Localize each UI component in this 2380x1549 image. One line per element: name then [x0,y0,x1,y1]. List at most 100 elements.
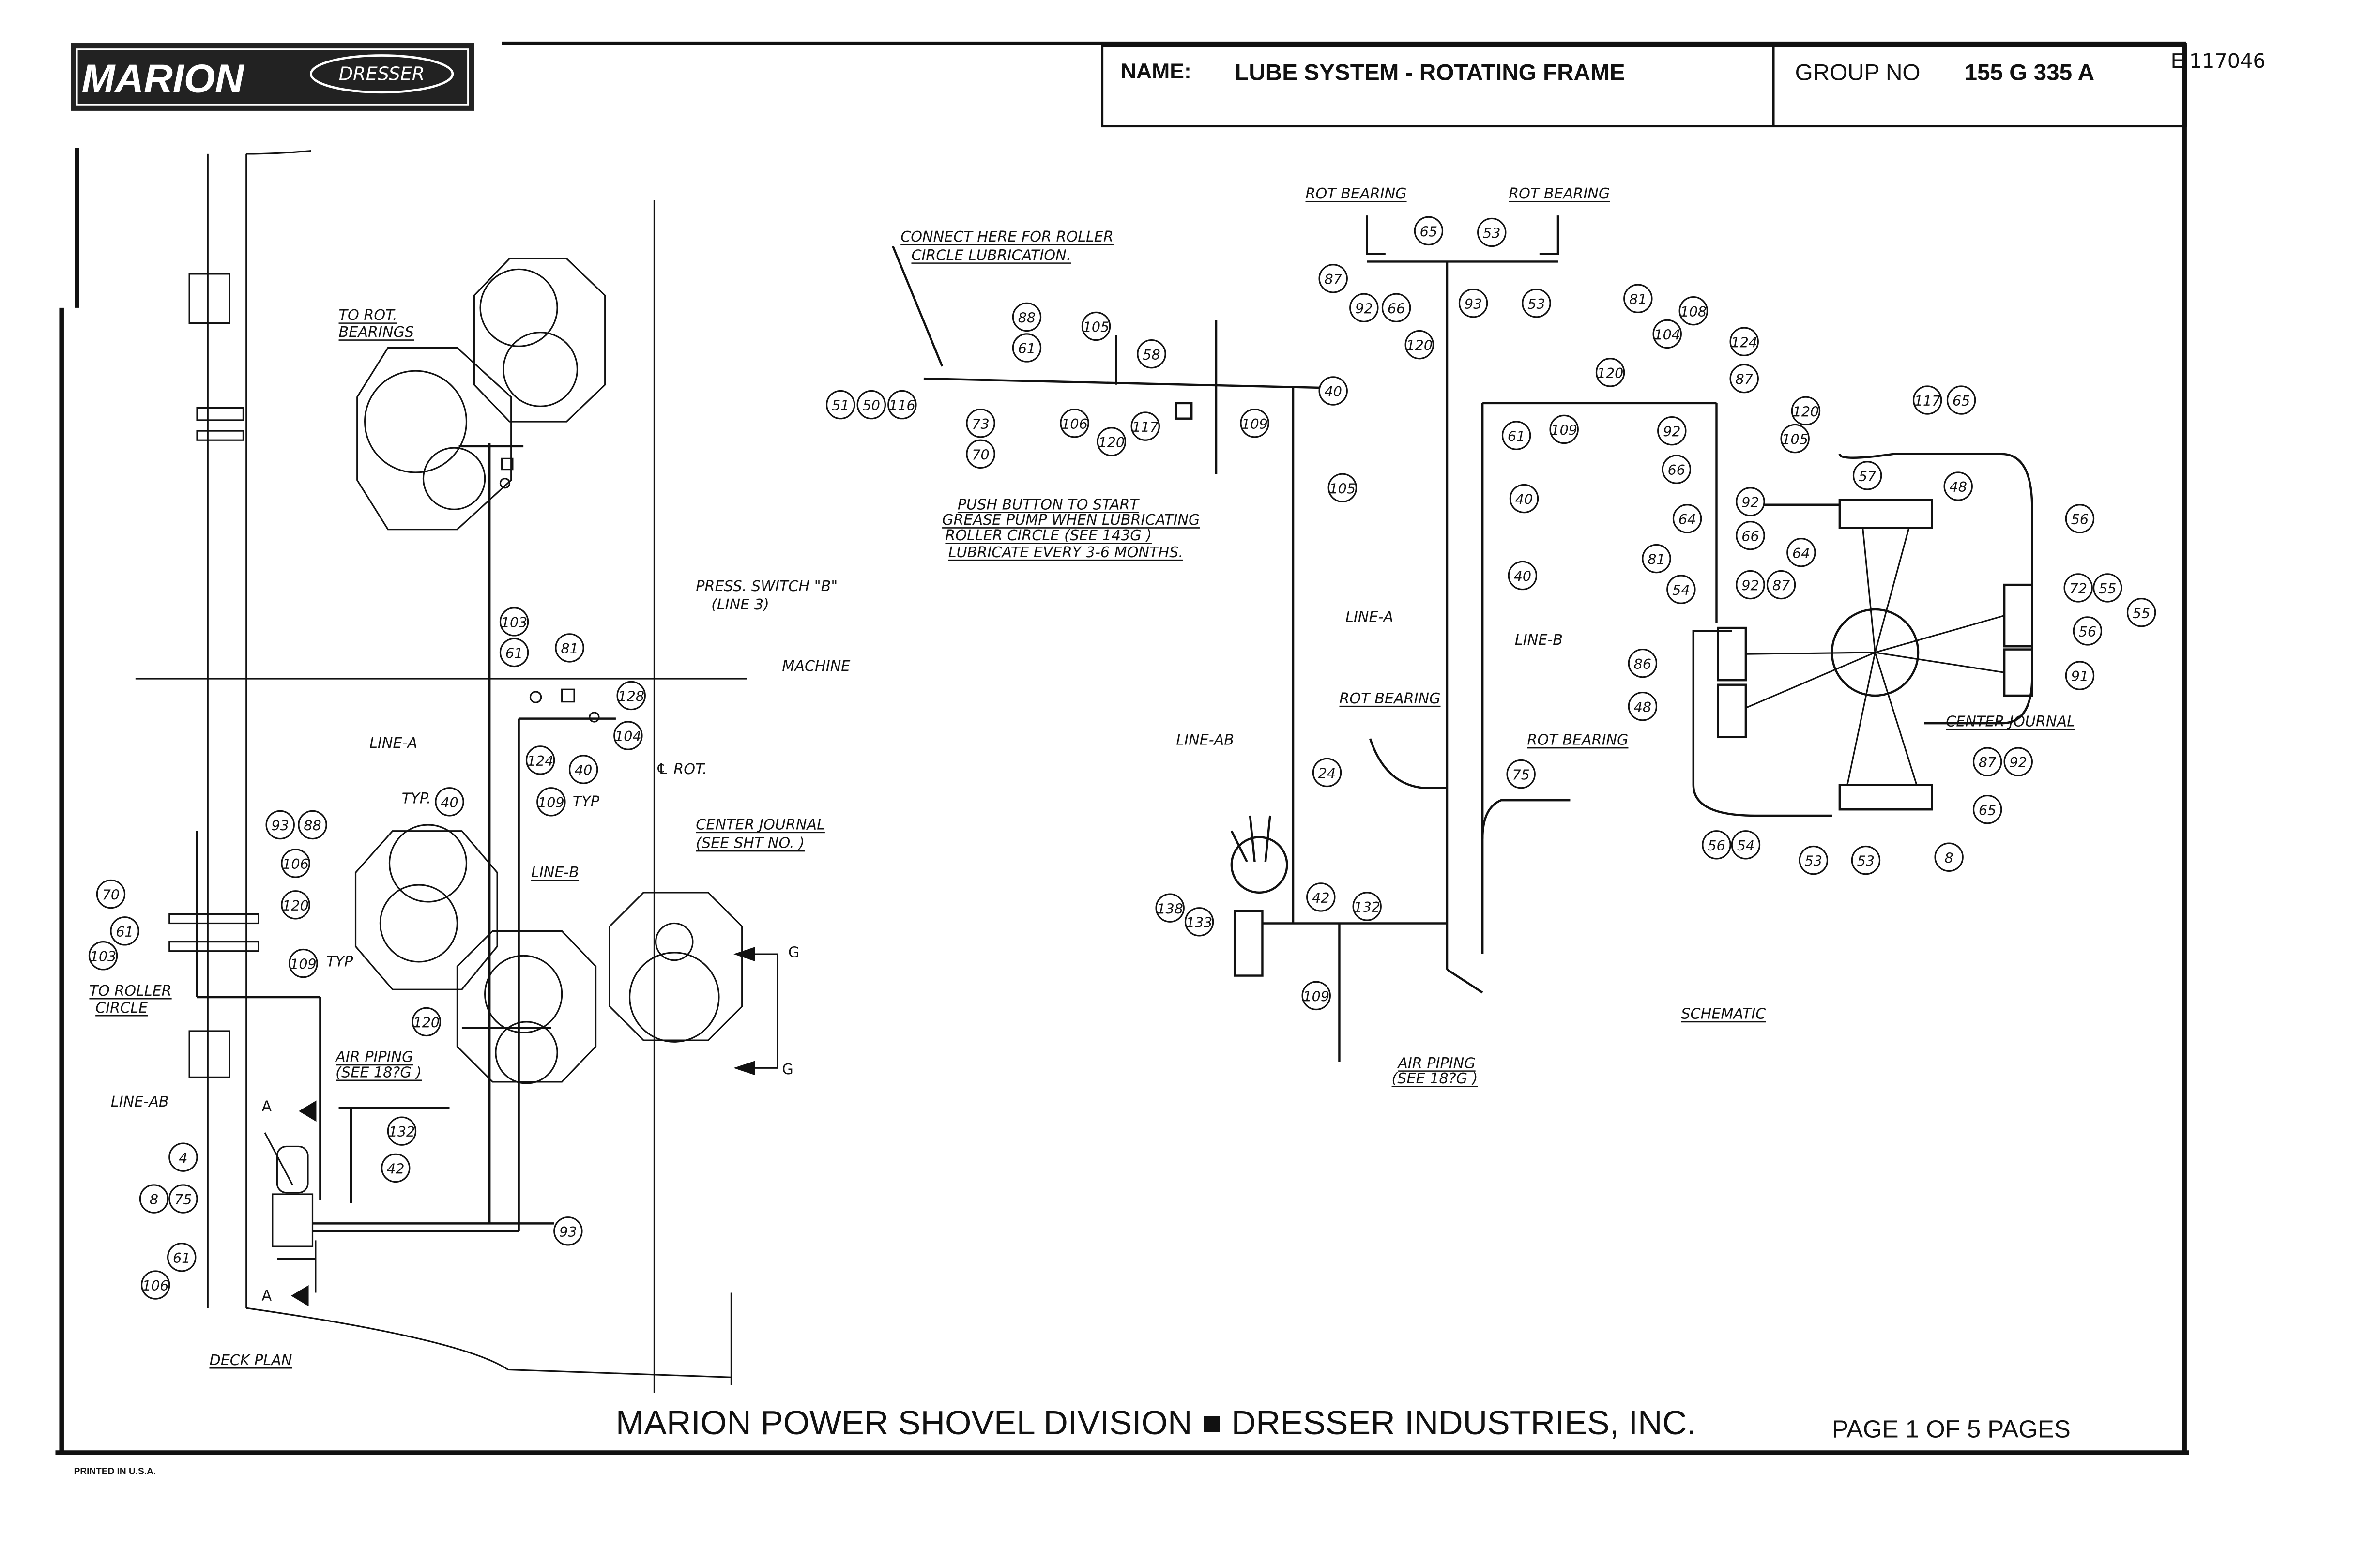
callout-number: 87 [1979,754,1996,771]
callout-balloon [1381,293,1411,323]
part-callout: 108 [1678,296,1709,326]
callout-balloon [1799,845,1829,875]
callout-balloon [139,1184,169,1214]
part-callout: 117 [1130,411,1160,441]
part-callout: 93 [553,1216,583,1246]
schematic-main-lines [1230,215,1718,1062]
part-callout: 64 [1786,538,1816,567]
callout-number: 105 [1782,431,1808,448]
part-callout: 124 [525,745,555,775]
callout-number: 106 [1061,416,1088,432]
part-callout: 50 [856,390,886,420]
callout-number: 105 [1083,319,1110,335]
callout-number: 120 [413,1015,440,1031]
part-callout: 61 [499,638,529,668]
part-callout: 133 [1184,907,1214,937]
callout-balloon [1508,561,1538,591]
part-callout: 103 [88,941,118,971]
part-callout: 61 [110,916,139,946]
part-callout: 87 [1729,364,1759,394]
callout-number: 53 [1857,853,1875,869]
part-callout: 51 [825,390,855,420]
callout-number: 132 [389,1124,415,1140]
part-callout: 132 [1352,892,1382,921]
annotation-label: (LINE 3) [711,596,769,613]
part-callout: 104 [613,721,643,750]
annotation-label: A [262,1098,272,1115]
callout-balloon [1184,907,1214,937]
part-callout: 48 [1943,471,1973,501]
footer: MARION POWER SHOVEL DIVISION ■ DRESSER I… [74,1404,2071,1477]
annotation-label: (SEE SHT NO. ) [696,835,805,852]
part-callout: 24 [1312,758,1342,788]
printed-in-usa: PRINTED IN U.S.A. [74,1467,156,1477]
part-callout: 92 [1736,487,1765,516]
callout-balloon [1702,830,1731,860]
callout-number: 64 [1678,511,1696,528]
callout-balloon [1318,376,1348,406]
callout-number: 72 [2070,580,2087,597]
part-callout: 56 [1702,830,1731,860]
part-callout: 93 [1458,289,1488,318]
callout-balloon [1318,264,1348,293]
callout-balloon [1477,217,1507,247]
annotation-label: (SEE 18?G ) [1392,1070,1478,1087]
part-callout: 105 [1081,311,1111,341]
callout-number: 65 [1420,223,1437,240]
part-callout: 109 [1240,409,1269,438]
part-callout: 120 [412,1007,442,1037]
part-callout: 75 [168,1184,198,1214]
callout-balloon [887,390,917,420]
callout-balloon [616,681,646,711]
part-callout: 91 [2065,661,2095,690]
part-callout: 54 [1731,830,1761,860]
sheet-border [55,43,2189,1455]
callout-number: 109 [1551,422,1577,439]
callout-balloon [1736,487,1765,516]
callout-number: 108 [1680,304,1707,320]
part-callout: 92 [1657,416,1687,446]
annotation-label: LUBRICATE EVERY 3-6 MONTHS. [948,544,1183,561]
callout-number: 42 [387,1161,404,1177]
callout-number: 65 [1953,393,1970,409]
logo-marion-text: MARION [82,56,245,101]
company-line: MARION POWER SHOVEL DIVISION ■ DRESSER I… [616,1404,1696,1442]
callout-balloon [435,787,464,817]
annotation-label: AIR PIPING [1397,1055,1475,1072]
part-callout: 106 [140,1270,170,1300]
callout-balloon [289,948,318,978]
logo-dresser-text: DRESSER [339,63,425,84]
callout-number: 93 [559,1224,577,1240]
callout-number: 53 [1527,296,1545,312]
part-callout: 65 [1946,385,1976,415]
callout-balloon [1912,385,1942,415]
annotation-label: LINE-B [531,864,579,881]
callout-number: 61 [505,645,523,662]
group-no-label: GROUP NO [1795,60,1921,85]
annotation-label: CIRCLE [95,1000,148,1017]
annotation-label: TYP [326,953,353,970]
callout-number: 70 [102,887,120,903]
callout-balloon [1060,409,1089,438]
part-callout: 53 [1851,845,1881,875]
callout-balloon [140,1270,170,1300]
callout-number: 128 [618,688,644,705]
callout-number: 66 [1388,300,1405,317]
callout-balloon [88,941,118,971]
callout-number: 48 [1950,479,1967,495]
callout-number: 104 [615,728,641,744]
callout-balloon [1155,893,1185,923]
callout-number: 64 [1792,545,1810,562]
callout-number: 103 [501,614,528,631]
callout-number: 55 [2133,605,2150,622]
callout-balloon [1352,892,1382,921]
callout-number: 93 [1465,296,1482,312]
annotation-label: AIR PIPING [335,1049,413,1066]
callout-number: 81 [1629,291,1647,307]
callout-number: 109 [1241,416,1268,432]
callout-balloon [1414,216,1444,246]
callout-balloon [387,1116,417,1146]
part-callout: 40 [1509,484,1539,514]
callout-balloon [2065,504,2095,533]
part-callout: 61 [167,1243,197,1272]
